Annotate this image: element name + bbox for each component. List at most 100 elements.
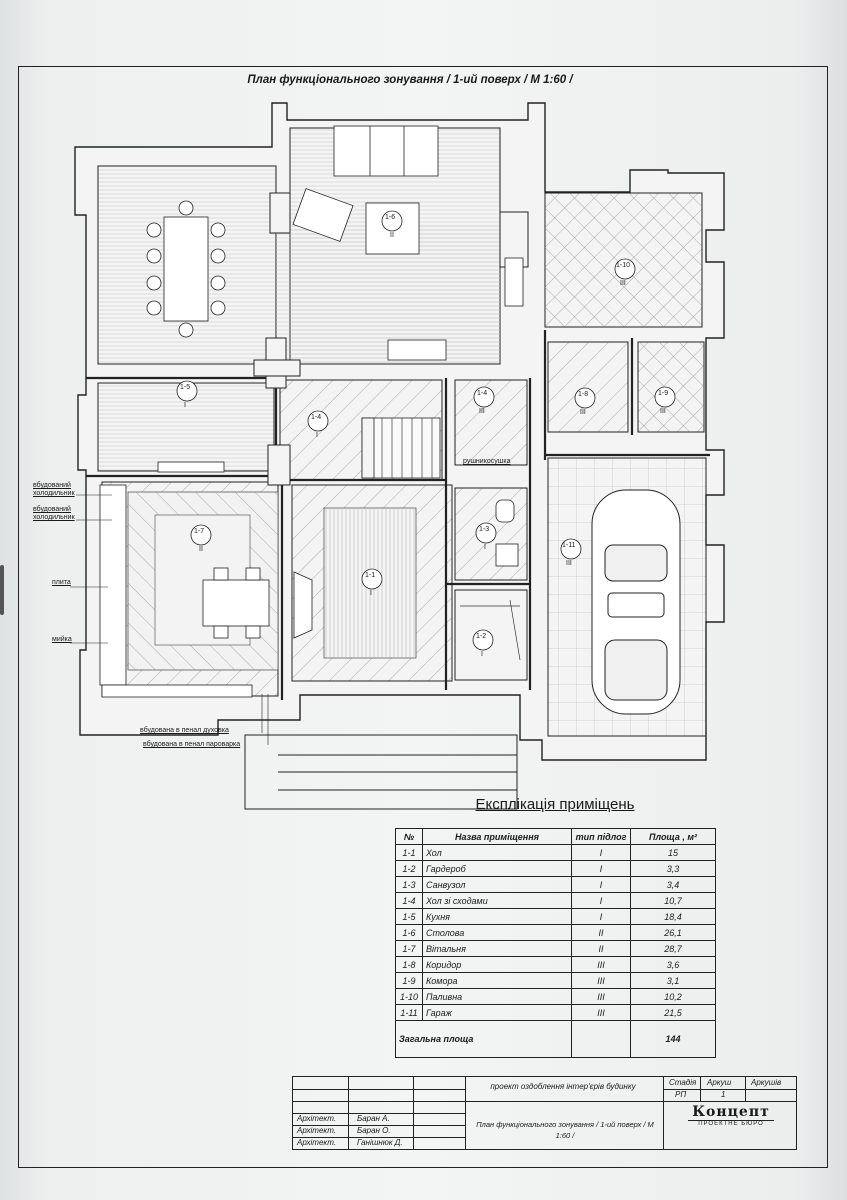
room-id-1-2: 1-2: [476, 633, 487, 640]
room-corridor: [547, 341, 629, 433]
room-zone-1-8: III: [580, 409, 586, 416]
cell-name: Кухня: [422, 908, 572, 925]
cell-number: 1-8: [395, 956, 423, 973]
sheet-name: План функціонального зонування / 1-ий по…: [476, 1120, 654, 1140]
stage-label: Стадія: [669, 1078, 697, 1087]
room-id-1-1: 1-1: [365, 572, 376, 579]
room-zone-1-9: III: [660, 408, 666, 415]
room-zone-1-4b: III: [479, 408, 485, 415]
annotation-towel-dryer: рушникосушка: [463, 458, 511, 465]
company-logo: Концепт ПРОЕКТНЕ БЮРО: [675, 1103, 787, 1137]
cell-name: Гардероб: [422, 860, 572, 877]
cell-area: 3,3: [630, 860, 716, 877]
room-id-1-5: 1-7: [194, 528, 205, 535]
cell-floor: I: [571, 860, 631, 877]
annotation-steamer: вбудована в пенал пароварка: [143, 741, 241, 748]
staircase: [361, 417, 441, 479]
cell-name: Санвузол: [422, 876, 572, 893]
cell-area: 3,6: [630, 956, 716, 973]
room-id-1-11: 1-11: [562, 542, 576, 549]
cell-area: 3,1: [630, 972, 716, 989]
cell-floor: III: [571, 988, 631, 1005]
cell-name: Хол: [422, 844, 572, 861]
annotation-sink: мийка: [52, 636, 72, 643]
sheets-label: Аркушів: [751, 1078, 782, 1087]
title-block: проект оздоблення інтер'єрів будинку Пла…: [292, 1076, 797, 1150]
cell-name: Столова: [422, 924, 572, 941]
cell-floor: II: [571, 940, 631, 957]
room-zone-1-11: III: [566, 560, 572, 567]
room-id-1-3: 1-3: [479, 526, 490, 533]
project-name: проект оздоблення інтер'єрів будинку: [490, 1082, 636, 1091]
cell-number: 1-7: [395, 940, 423, 957]
total-value: 144: [630, 1020, 716, 1058]
room-id-1-10: 1-10: [616, 262, 631, 269]
plan-title: План функціонального зонування / 1-ий по…: [247, 74, 573, 86]
kitchen-table: [202, 567, 270, 639]
total-spacer: [571, 1020, 631, 1058]
name-2: Баран О.: [357, 1126, 391, 1135]
role-1: Архітект.: [297, 1114, 337, 1123]
logo-text: Концепт: [688, 1104, 774, 1121]
header-floor-type: тип підлог: [571, 828, 631, 845]
cell-area: 10,2: [630, 988, 716, 1005]
annotation-stove: плита: [52, 579, 71, 586]
binder-mark: [0, 565, 4, 615]
cell-number: 1-10: [395, 988, 423, 1005]
cell-floor: III: [571, 956, 631, 973]
room-id-1-4b: 1-4: [477, 390, 488, 397]
cell-name: Вітальня: [422, 940, 572, 957]
cell-number: 1-4: [395, 892, 423, 909]
table-header-row: № Назва приміщення тип підлог Площа , м²: [395, 828, 716, 845]
room-id-1-8: 1-8: [578, 391, 589, 398]
cell-name: Комора: [422, 972, 572, 989]
annotation-oven: вбудована в пенал духовка: [140, 727, 229, 734]
cell-number: 1-1: [395, 844, 423, 861]
cell-floor: I: [571, 876, 631, 893]
room-zone-1-3: I: [484, 544, 486, 551]
cell-number: 1-5: [395, 908, 423, 925]
name-1: Баран А.: [357, 1114, 390, 1123]
annotation-fridge-2: вбудований холодильник: [33, 506, 75, 521]
room-id-1-9: 1-9: [658, 390, 669, 397]
cell-area: 21,5: [630, 1004, 716, 1021]
dining-table: [146, 200, 226, 338]
explication-table: № Назва приміщення тип підлог Площа , м²…: [395, 828, 716, 1058]
cell-floor: I: [571, 892, 631, 909]
name-3: Ганішнюк Д.: [357, 1138, 403, 1147]
cell-area: 18,4: [630, 908, 716, 925]
cell-name: Коридор: [422, 956, 572, 973]
cell-area: 15: [630, 844, 716, 861]
explication-title: Експлікація приміщень: [475, 796, 635, 813]
cell-floor: III: [571, 1004, 631, 1021]
cell-name: Гараж: [422, 1004, 572, 1021]
room-zone-1-2: I: [481, 651, 483, 658]
sofa: [292, 125, 439, 242]
role-3: Архітект.: [297, 1138, 337, 1147]
cell-name: Хол зі сходами: [422, 892, 572, 909]
cell-number: 1-11: [395, 1004, 423, 1021]
cell-floor: I: [571, 908, 631, 925]
sheet-label: Аркуш: [707, 1078, 732, 1087]
cell-number: 1-3: [395, 876, 423, 893]
cell-number: 1-2: [395, 860, 423, 877]
header-room-name: Назва приміщення: [422, 828, 572, 845]
room-id-1-4: 1-4: [311, 414, 322, 421]
sheet-value: 1: [721, 1090, 726, 1099]
cell-number: 1-9: [395, 972, 423, 989]
room-zone-1-1: I: [370, 590, 372, 597]
room-id-1-6: 1-5: [180, 384, 191, 391]
room-zone-1-4: I: [316, 432, 318, 439]
room-zone-1-6: I: [184, 402, 186, 409]
room-zone-1-10: III: [620, 280, 626, 287]
room-id-1-7: 1-6: [385, 214, 396, 221]
